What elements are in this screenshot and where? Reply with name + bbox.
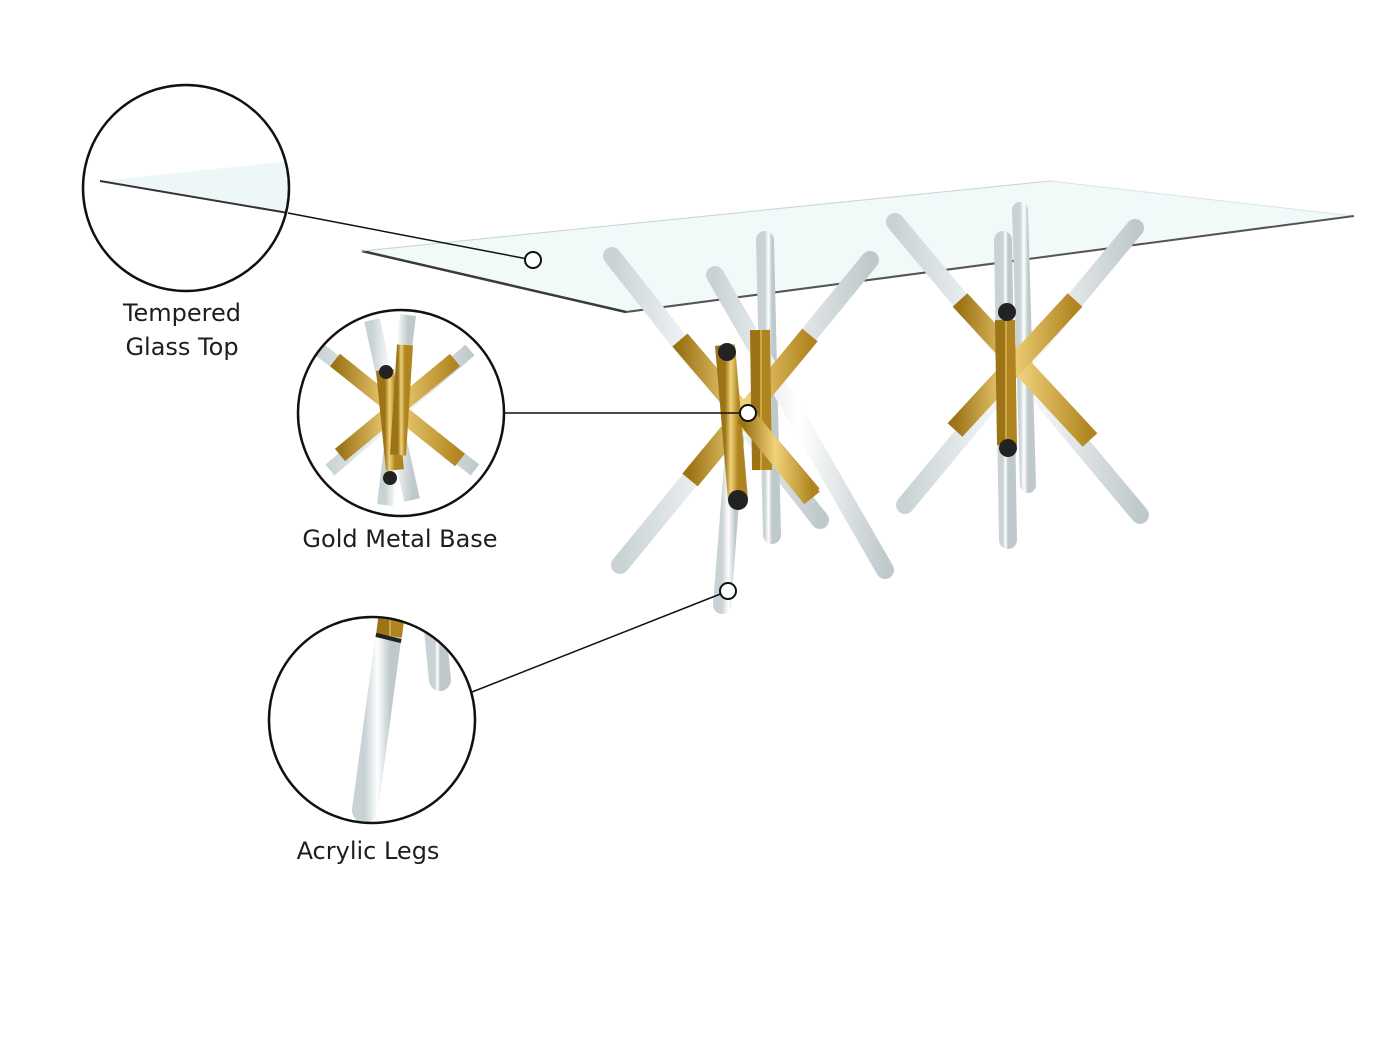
- right-table-base: [886, 202, 1149, 549]
- left-table-base: [603, 231, 894, 614]
- glass-label-line1: Tempered: [122, 299, 242, 327]
- tempered-glass-top-label: Tempered Glass Top: [82, 296, 282, 364]
- glass-label-line2: Glass Top: [125, 333, 239, 361]
- callout-connectors: [287, 212, 757, 693]
- gold-base-detail-circle: [296, 308, 506, 518]
- glass-table-top: [361, 180, 1355, 314]
- glass-top-detail-circle: [81, 83, 291, 293]
- acrylic-legs-label: Acrylic Legs: [296, 837, 440, 865]
- gold-metal-base-label: Gold Metal Base: [302, 525, 498, 553]
- acrylic-legs-detail-circle: [267, 615, 477, 825]
